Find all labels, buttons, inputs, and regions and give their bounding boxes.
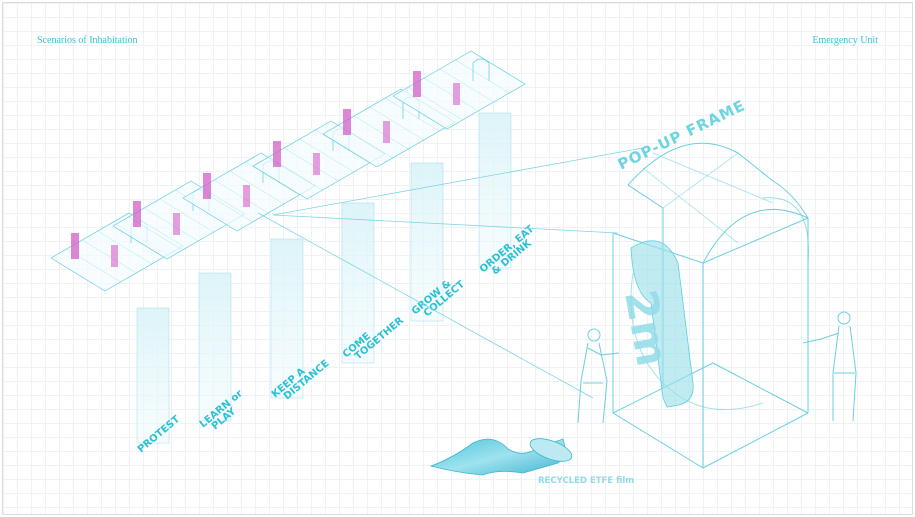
stage-column (478, 112, 512, 269)
platform-grid-line (385, 97, 440, 132)
magenta-panel (133, 201, 141, 227)
magenta-panel (71, 233, 79, 259)
platform-grid-line (245, 161, 300, 196)
platform-grid-line (455, 59, 510, 94)
stage-column (198, 272, 232, 422)
platform-grid-line (144, 207, 199, 242)
platform-grid-line (315, 129, 370, 164)
magenta-panel (243, 185, 250, 207)
etfe-film-roll (429, 438, 573, 476)
projection-lines (257, 147, 644, 399)
magenta-panel (383, 121, 390, 143)
magenta-panel (453, 83, 460, 105)
distance-marker (630, 240, 694, 408)
magenta-panel (343, 109, 351, 135)
magenta-panel (173, 213, 180, 235)
pop-up-frame-unit (612, 142, 809, 469)
platform-grid-line (97, 230, 152, 265)
platform-grid-line (229, 170, 284, 205)
platform-grid-line (284, 147, 339, 182)
platform-grid-line (299, 138, 354, 173)
pop-up-frame-label: POP-UP FRAME (615, 96, 748, 173)
stage-column (136, 307, 170, 444)
person-figure-left (577, 328, 620, 424)
header-title-left: Scenarios of Inhabitation (37, 35, 138, 46)
magenta-panel (313, 153, 320, 175)
platform-grid-line (214, 179, 269, 214)
magenta-panel (203, 173, 211, 199)
platform-grid-line (82, 239, 137, 274)
magenta-panel (273, 141, 281, 167)
magenta-panel (111, 245, 118, 267)
platform-grid-line (369, 106, 424, 141)
person-figure-right (802, 311, 857, 422)
header-title-right: Emergency Unit (812, 35, 878, 46)
stage-column (270, 238, 304, 399)
platform-grid-line (424, 77, 479, 112)
platform-grid-line (354, 115, 409, 150)
etfe-film-label: RECYCLED ETFE film (538, 476, 634, 486)
stage-column (341, 202, 375, 364)
platform-grid-line (439, 68, 494, 103)
stage-structure (472, 58, 490, 81)
platform-grid-line (159, 198, 214, 233)
magenta-panel (413, 71, 421, 97)
